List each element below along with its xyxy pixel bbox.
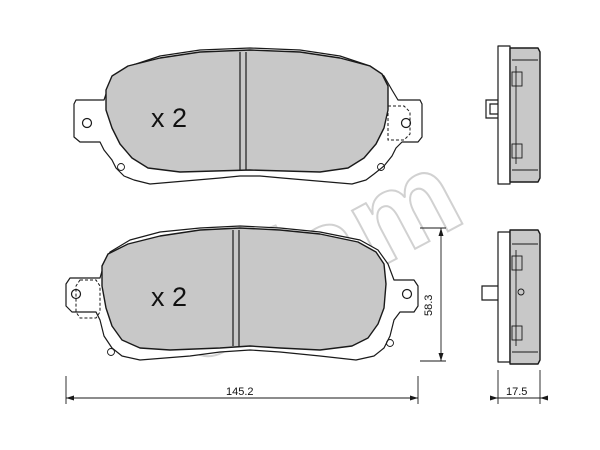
thickness-dimension-label: 17.5	[506, 386, 527, 398]
bottom-pad-front-view: x 2	[65, 225, 419, 361]
top-pad-front-view: x 2	[73, 47, 423, 185]
thickness-dimension: 17.5	[490, 370, 548, 404]
top-pad-quantity: x 2	[151, 103, 187, 133]
bottom-pad-quantity: x 2	[151, 282, 187, 312]
bottom-friction-material	[101, 227, 387, 351]
height-dimension-label: 58.3	[423, 295, 435, 316]
width-dimension: 145.2	[65, 376, 419, 404]
top-pad-side-view	[485, 45, 541, 185]
height-dimension: 58.3	[420, 227, 446, 362]
bottom-pad-side-view	[481, 229, 541, 365]
width-dimension-label: 145.2	[226, 386, 254, 398]
top-friction-material	[105, 49, 389, 173]
